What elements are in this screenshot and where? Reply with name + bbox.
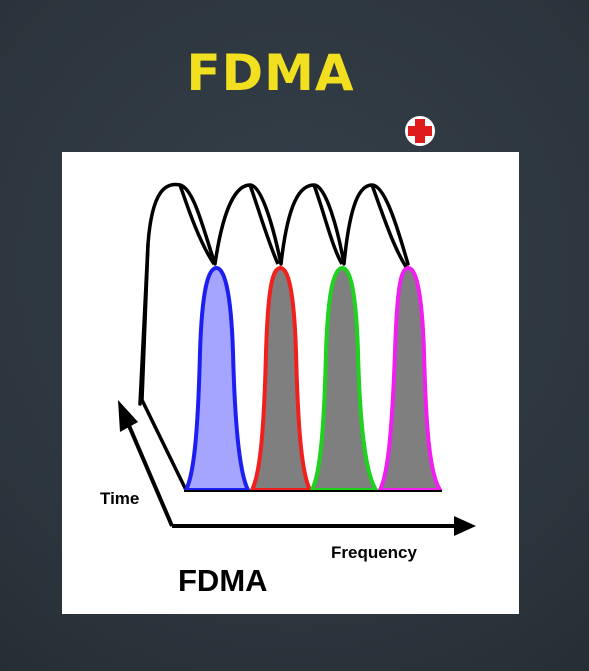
slide-title: FDMA xyxy=(186,44,355,102)
channel-1-blue xyxy=(184,266,250,492)
wave-connector-4 xyxy=(312,184,344,265)
wave-connector-3 xyxy=(248,184,280,265)
frequency-axis-arrowhead xyxy=(454,516,476,536)
time-axis xyxy=(122,413,174,527)
channel-3-green xyxy=(310,266,378,492)
time-wave-outline xyxy=(138,182,410,406)
fdma-diagram: Time Frequency FDMA xyxy=(62,152,519,614)
cursor-icon xyxy=(405,116,435,146)
time-axis-label: Time xyxy=(100,489,140,508)
time-axis-arrowhead xyxy=(118,400,138,432)
channel-4-magenta xyxy=(378,266,442,492)
frequency-axis-label: Frequency xyxy=(331,543,417,562)
wave-connector-5 xyxy=(370,184,408,268)
wave-connector-2 xyxy=(178,184,216,265)
diagram-canvas xyxy=(118,182,476,536)
wave-connector-1 xyxy=(140,243,188,491)
figure-caption: FDMA xyxy=(178,563,268,598)
channel-2-red xyxy=(250,266,312,492)
